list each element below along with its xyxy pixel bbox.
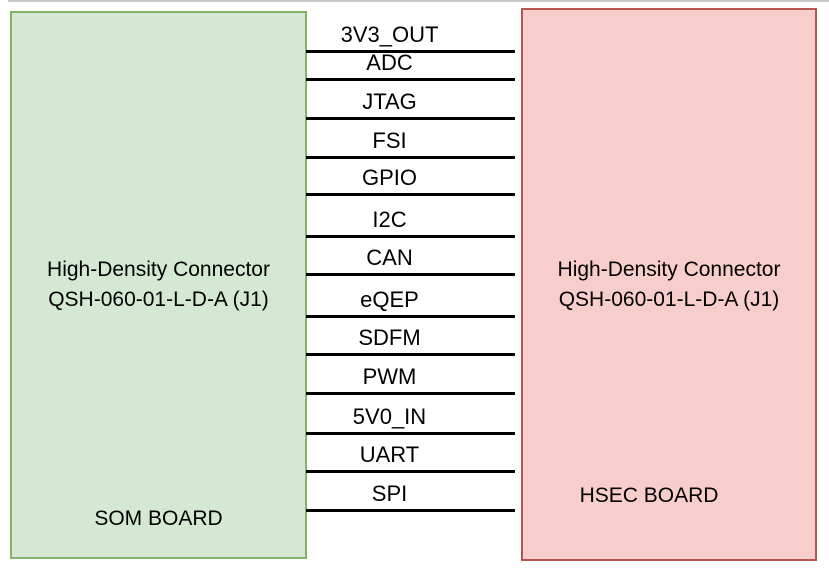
signal-line [306, 117, 515, 120]
signal-line [306, 353, 515, 356]
signal-label: eQEP [360, 287, 419, 312]
signal-label: ADC [366, 50, 413, 75]
signal-line [306, 156, 515, 159]
som-connector-name: High-Density Connector [47, 258, 270, 281]
som-board-box: High-Density Connector QSH-060-01-L-D-A … [10, 11, 307, 559]
signal-line [306, 470, 515, 473]
signal-line [306, 193, 515, 196]
signal-label: UART [359, 442, 420, 467]
signal-label: 5V0_IN [352, 404, 427, 429]
signal-line [306, 78, 515, 81]
signal-label: SDFM [358, 325, 421, 350]
signal-label: GPIO [361, 165, 417, 190]
signal-label: FSI [372, 128, 407, 153]
signal-label: SPI [371, 481, 408, 506]
signal-label: PWM [362, 364, 417, 389]
signal-line [306, 392, 515, 395]
signal-label: JTAG [362, 89, 417, 114]
signal-label: I2C [372, 207, 407, 232]
cropped-edge-line [8, 0, 829, 2]
hsec-board-box: High-Density Connector QSH-060-01-L-D-A … [521, 8, 817, 561]
som-connector-part-number: QSH-060-01-L-D-A (J1) [48, 288, 269, 311]
signal-line [306, 315, 515, 318]
signal-line [306, 235, 515, 238]
hsec-connector-text: High-Density Connector QSH-060-01-L-D-A … [558, 255, 781, 315]
hsec-board-label: HSEC BOARD [579, 484, 719, 507]
signal-line [306, 432, 515, 435]
signal-label: CAN [366, 245, 413, 270]
signal-line [306, 50, 515, 53]
hsec-connector-part-number: QSH-060-01-L-D-A (J1) [558, 287, 780, 311]
signal-line [306, 273, 515, 276]
som-board-label: SOM BOARD [94, 507, 223, 530]
hsec-connector-name: High-Density Connector [557, 257, 781, 281]
som-connector-text: High-Density Connector QSH-060-01-L-D-A … [47, 255, 270, 315]
signal-label: 3V3_OUT [340, 22, 439, 47]
signal-line [306, 509, 515, 512]
